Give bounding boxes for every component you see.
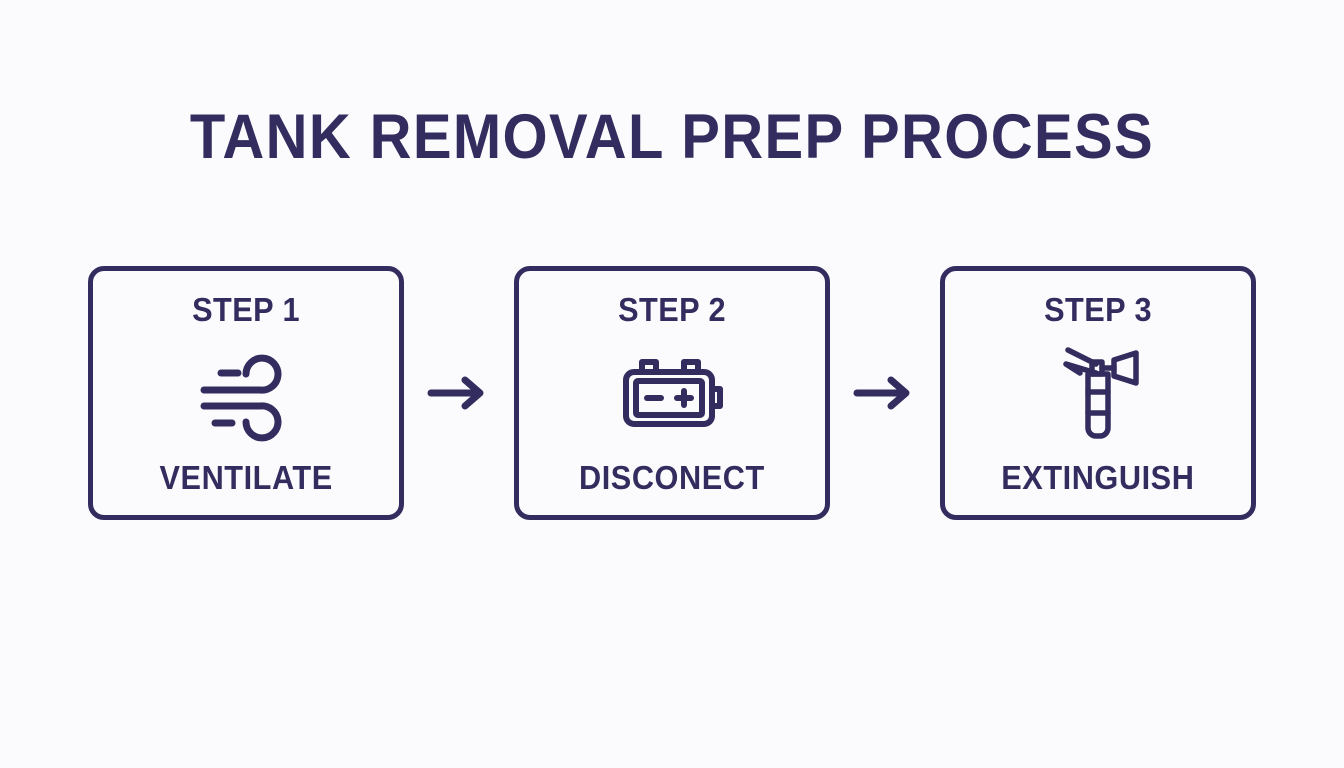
wind-icon (190, 342, 302, 446)
arrow-right-icon-1 (419, 363, 499, 423)
fire-extinguisher-icon (1046, 342, 1150, 446)
step-number-label-3: STEP 3 (1044, 291, 1152, 328)
step-number-label-2: STEP 2 (618, 291, 726, 328)
process-flow: STEP 1 VENTILATE (88, 266, 1256, 520)
step-number-label-1: STEP 1 (192, 291, 300, 328)
step-action-label-2: DISCONECT (579, 459, 765, 496)
page-title: TANK REMOVAL PREP PROCESS (189, 102, 1155, 172)
step-card-1[interactable]: STEP 1 VENTILATE (88, 266, 404, 520)
battery-icon (612, 342, 732, 446)
step-card-3[interactable]: STEP 3 E (940, 266, 1256, 520)
arrow-right-icon-2 (845, 363, 925, 423)
step-action-label-3: EXTINGUISH (1001, 459, 1195, 496)
step-card-2[interactable]: STEP 2 D (514, 266, 830, 520)
step-action-label-1: VENTILATE (159, 459, 333, 496)
